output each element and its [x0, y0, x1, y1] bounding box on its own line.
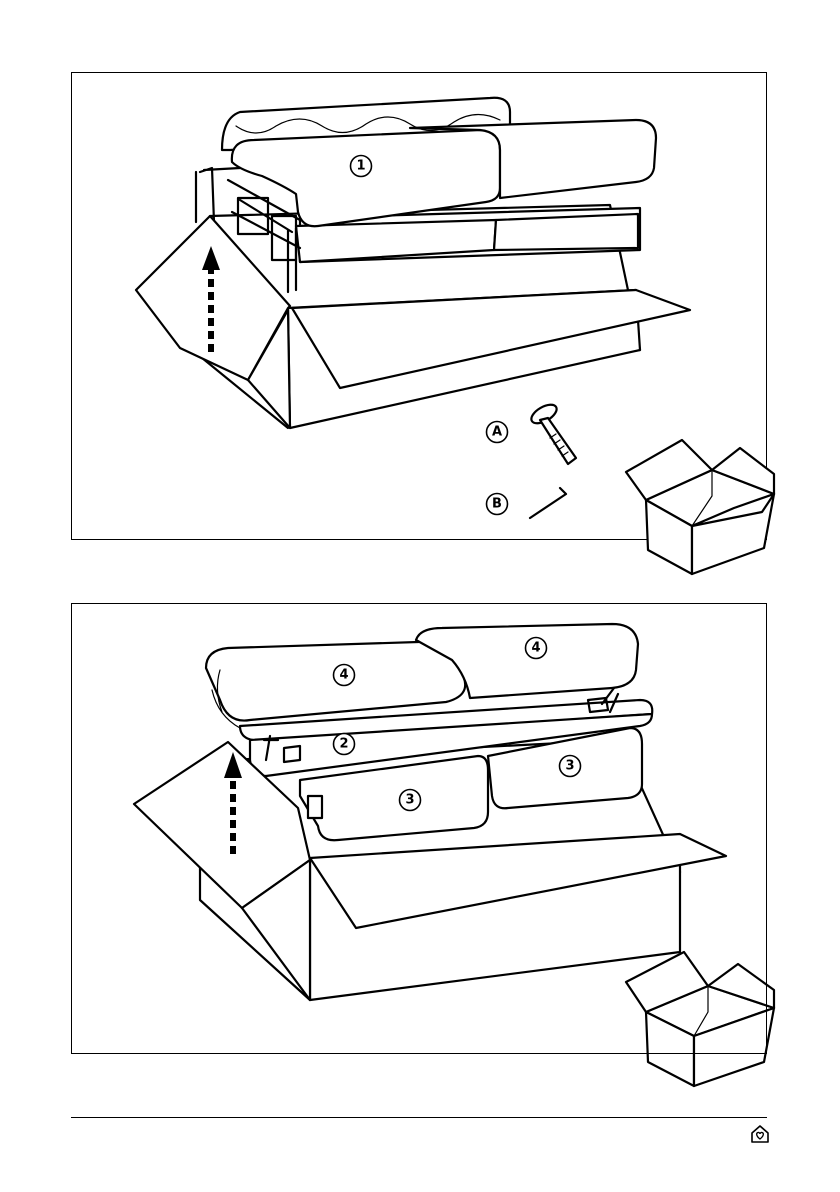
svg-text:A: A	[492, 425, 502, 440]
callout-part-a: A	[487, 422, 508, 443]
callout-part-b: B	[487, 494, 508, 515]
footer-divider	[71, 1117, 767, 1118]
bolt-illustration	[528, 401, 576, 464]
svg-text:B: B	[492, 497, 502, 512]
open-box-icon	[626, 440, 774, 574]
step-panel-unpack-parts	[71, 603, 767, 1054]
sofa-box-illustration	[136, 98, 690, 428]
svg-text:1: 1	[356, 159, 365, 174]
callout-part-1: 1	[351, 156, 372, 177]
house-heart-icon	[750, 1124, 770, 1144]
allen-key-illustration	[530, 488, 566, 518]
